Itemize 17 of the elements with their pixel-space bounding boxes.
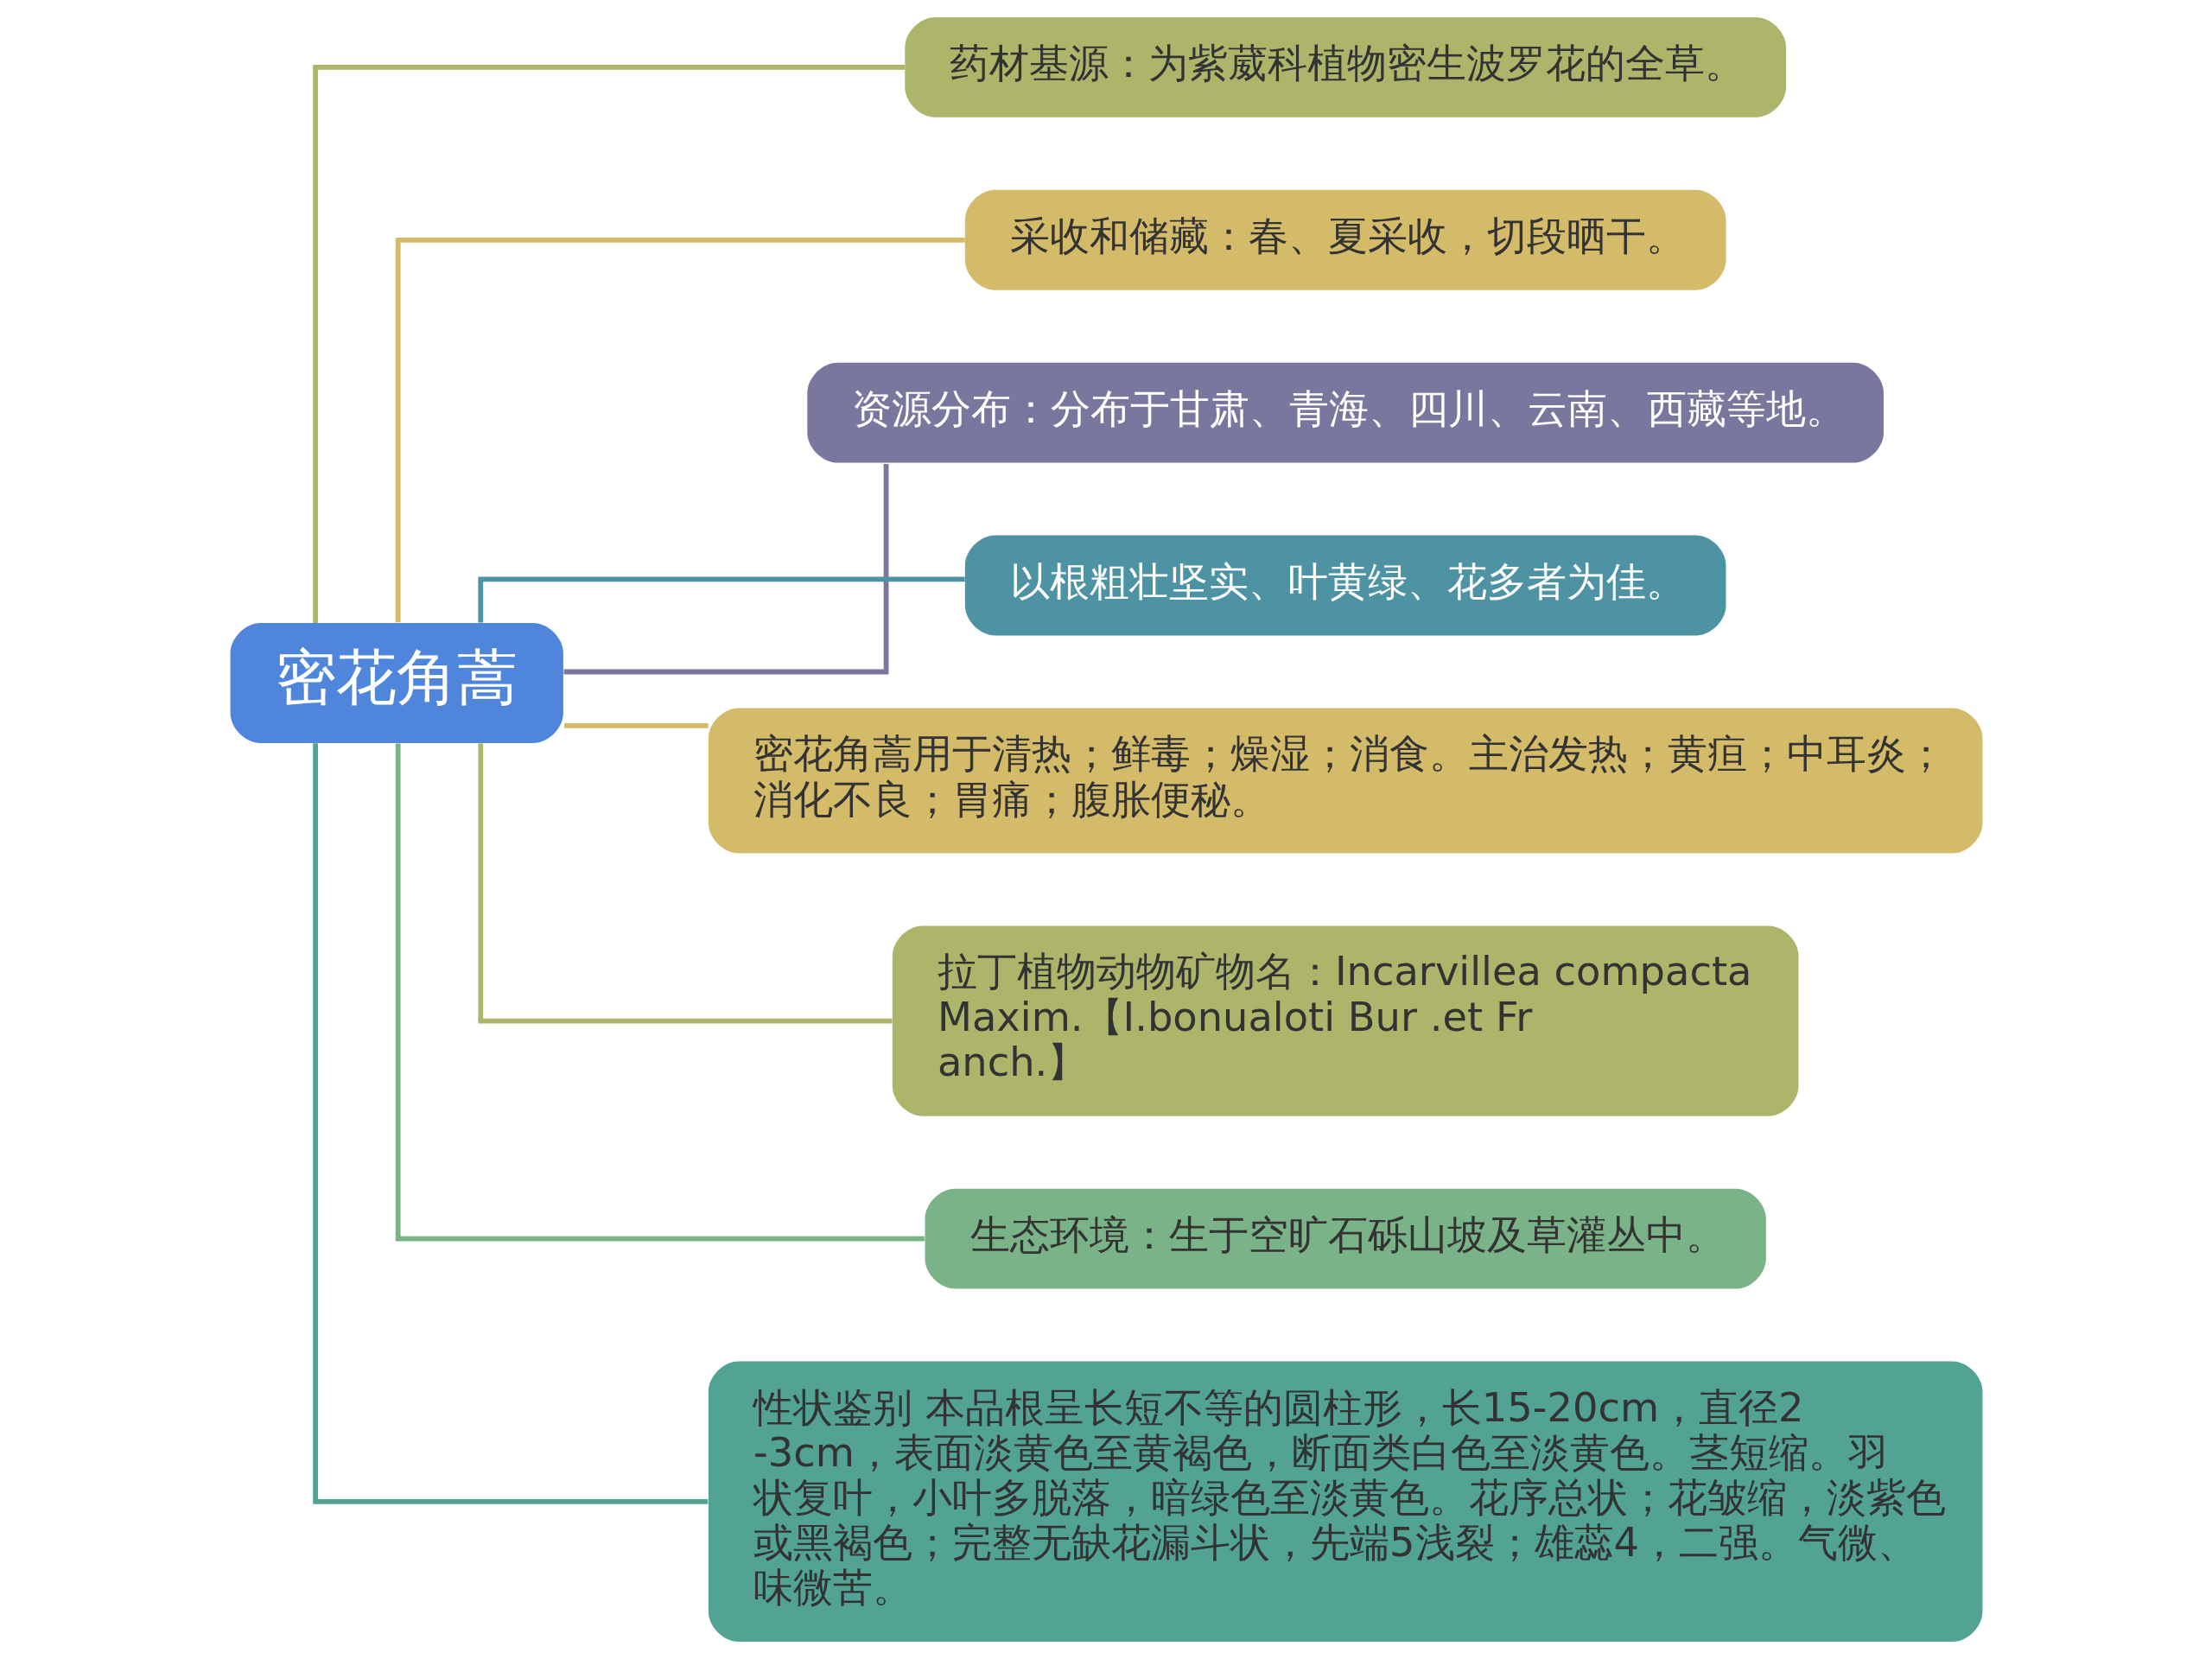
connector: [395, 237, 965, 623]
node-box: 密花角蒿用于清热；鲜毒；燥湿；消食。主治发热；黄疸；中耳炎；消化不良；胃痛；腹胀便秘。: [708, 708, 1982, 854]
connector: [312, 743, 708, 1504]
node-box: 密花角蒿: [230, 623, 563, 744]
node-box: 药材基源：为紫葳科植物密生波罗花的全草。: [904, 16, 1786, 118]
connector: [563, 722, 709, 728]
node-box: 性状鉴别 本品根呈长短不等的圆柱形，长15-20cm，直径2-3cm，表面淡黄色至黄褐色，断面类白色至淡黄色。茎短缩。羽状复叶，小叶多脱落，暗绿色至淡黄色。花序总状；花皱缩，淡紫色或黑褐色；完整无缺花漏斗状，先端5浅裂；雄蕊4，二强。气微、味微苦。: [708, 1361, 1982, 1643]
connector: [477, 743, 893, 1024]
node-box: 资源分布：分布于甘肃、青海、四川、云南、西藏等地。: [806, 362, 1884, 463]
connector: [312, 65, 905, 623]
node-box: 采收和储藏：春、夏采收，切段晒干。: [964, 189, 1726, 290]
node-box: 以根粗壮坚实、叶黄绿、花多者为佳。: [964, 535, 1726, 636]
node-box: 生态环境：生于空旷石砾山坡及草灌丛中。: [925, 1188, 1766, 1289]
connector: [395, 743, 925, 1242]
connector: [477, 576, 965, 623]
node-box: 拉丁植物动物矿物名：Incarvillea compacta Maxim.【I.bonualoti Bur .et Franch.】: [892, 925, 1798, 1116]
connector: [563, 463, 888, 675]
